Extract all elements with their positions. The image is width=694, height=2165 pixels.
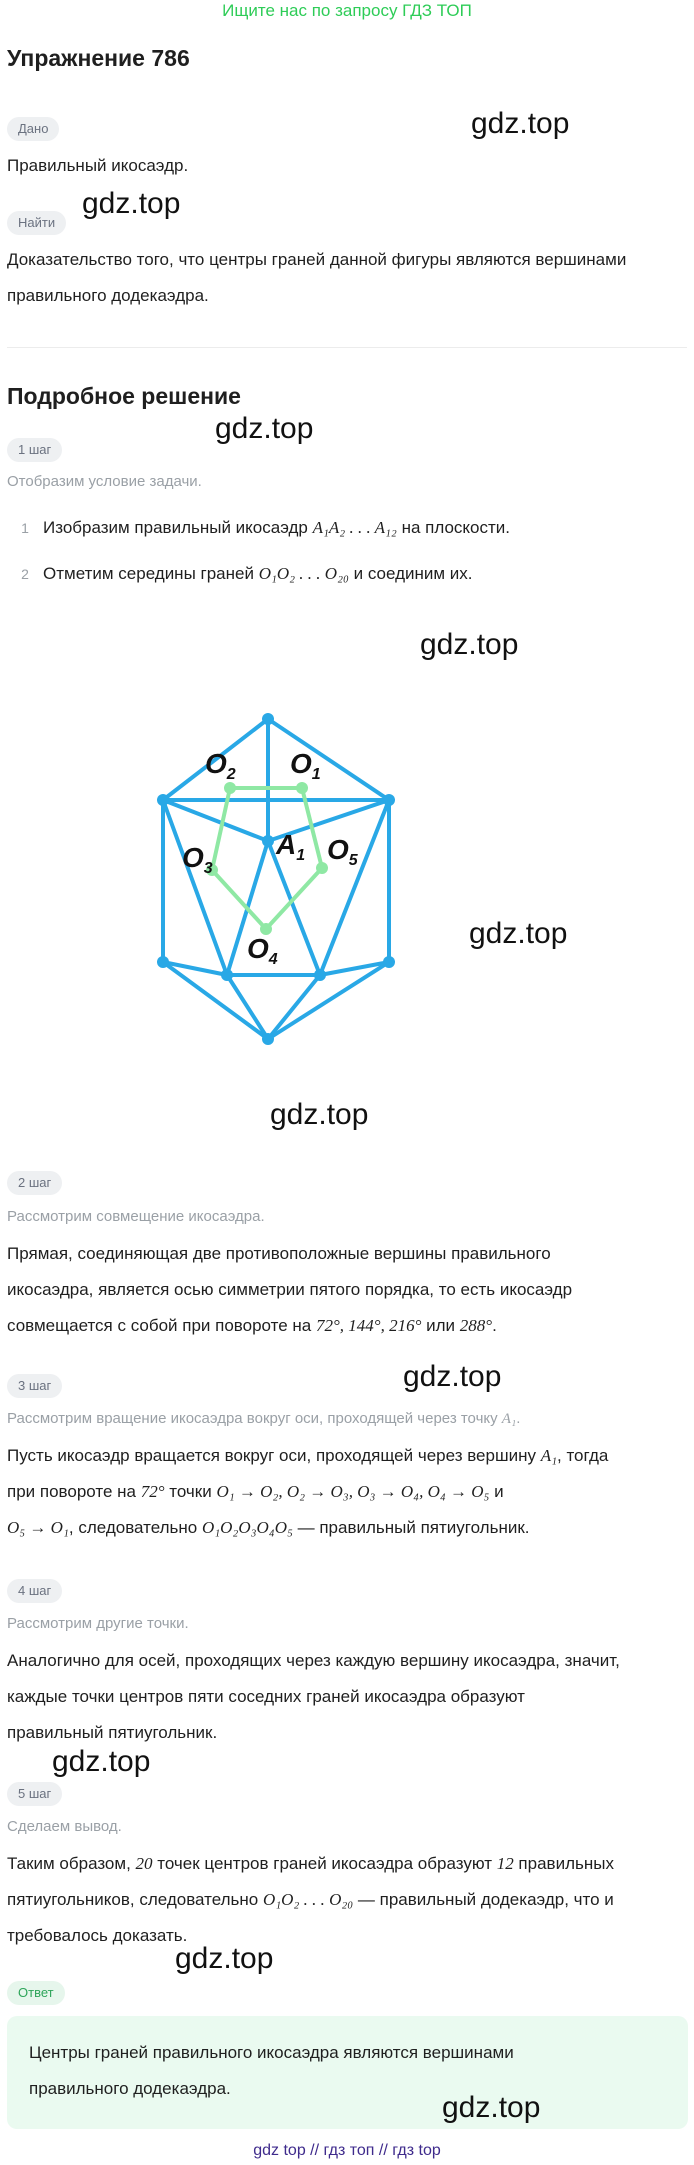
math-expression: A₁ — [501, 1411, 517, 1427]
step-1-badge: 1 шаг — [7, 438, 63, 462]
math-expression: 288° — [459, 1316, 493, 1335]
page-title: Упражнение 786 — [7, 45, 190, 71]
step-2-badge: 2 шаг — [7, 1171, 63, 1195]
list-text: и соединим их. — [348, 564, 473, 583]
step-2-line1: Прямая, соединяющая две противоположные … — [7, 1244, 551, 1263]
watermark: gdz.top — [82, 187, 181, 220]
step-2-line2: икосаэдра, является осью симметрии пятог… — [7, 1280, 573, 1299]
icosahedron-edges — [161, 717, 391, 1041]
step-3-line1: Пусть икосаэдр вращается вокруг оси, про… — [7, 1446, 609, 1465]
pentagon-edges — [210, 786, 324, 931]
watermark: gdz.top — [469, 917, 568, 950]
math-expression: 72°, 144°, 216° — [315, 1316, 422, 1335]
step-4-line1: Аналогично для осей, проходящих через ка… — [7, 1651, 620, 1670]
footer-link-3[interactable]: гдз top — [392, 2142, 441, 2159]
label-o5: O5 — [327, 834, 359, 869]
footer-separator: // — [378, 2142, 388, 2159]
step-4-line3: правильный пятиугольник. — [7, 1723, 218, 1742]
given-label: Дано — [7, 117, 60, 141]
list-item: 1 Изобразим правильный икосаэдр A₁A₂ . . … — [7, 510, 687, 546]
search-banner[interactable]: Ищите нас по запросу ГДЗ ТОП — [222, 1, 472, 20]
watermark: gdz.top — [270, 1098, 369, 1131]
step-3-line2: при повороте на 72° точки O₁ → O₂, O₂ → … — [7, 1482, 504, 1501]
list-text: Отметим середины граней — [43, 564, 259, 583]
find-badge: Найти — [7, 211, 67, 235]
math-expression: O₁O₂ . . . O₂₀ — [258, 564, 349, 583]
watermark: gdz.top — [403, 1360, 502, 1393]
math-expression: O₁O₂ . . . O₂₀ — [262, 1890, 354, 1909]
watermark: gdz.top — [471, 107, 570, 140]
answer-box: Центры граней правильного икосаэдра явля… — [7, 2016, 688, 2129]
step-label: 1 шаг — [7, 438, 63, 462]
math-expression: A₁ — [540, 1446, 558, 1465]
answer-badge: Ответ — [7, 1981, 65, 2005]
math-expression: A₁A₂ . . . A₁₂ — [312, 518, 397, 537]
watermark: gdz.top — [52, 1745, 151, 1778]
step-2-subtitle: Рассмотрим совмещение икосаэдра. — [7, 1208, 265, 1225]
label-o1: O1 — [290, 748, 321, 783]
find-text-line2: правильного додекаэдра. — [7, 286, 209, 305]
icosahedron-figure: O2 O1 A1 O3 O5 O4 — [157, 713, 395, 1045]
math-expression: O₁O₂O₃O₄O₅ — [201, 1518, 293, 1537]
step-label: 5 шаг — [7, 1782, 63, 1806]
footer-link-2[interactable]: гдз топ — [323, 2142, 375, 2159]
watermark: gdz.top — [442, 2091, 541, 2124]
list-number: 1 — [21, 520, 29, 536]
label-o4: O4 — [247, 933, 278, 968]
label-o3: O3 — [182, 842, 213, 877]
watermark: gdz.top — [420, 628, 519, 661]
step-5-subtitle: Сделаем вывод. — [7, 1818, 122, 1835]
step-1-subtitle: Отобразим условие задачи. — [7, 473, 202, 490]
watermark: gdz.top — [175, 1942, 274, 1975]
footer-separator: // — [310, 2142, 320, 2159]
footer-link-1[interactable]: gdz top — [253, 2142, 306, 2159]
given-badge: Дано — [7, 117, 60, 141]
step-4-line2: каждые точки центров пяти соседних гране… — [7, 1687, 525, 1706]
find-text-line1: Доказательство того, что центры граней д… — [7, 250, 627, 269]
step-label: 3 шаг — [7, 1374, 63, 1398]
find-label: Найти — [7, 211, 67, 235]
list-number: 2 — [21, 566, 29, 582]
given-text: Правильный икосаэдр. — [7, 156, 189, 175]
label-o2: O2 — [205, 748, 236, 783]
math-expression: O₁ → O₂, O₂ → O₃, O₃ → O₄, O₄ → O₅ — [216, 1482, 490, 1501]
step-label: 2 шаг — [7, 1171, 63, 1195]
footer-links: gdz top // гдз топ // гдз top — [0, 2142, 694, 2160]
step-3-subtitle: Рассмотрим вращение икосаэдра вокруг оси… — [7, 1410, 521, 1427]
step-5-line2: пятиугольников, следовательно O₁O₂ . . .… — [7, 1890, 614, 1909]
math-expression: 12 — [496, 1854, 514, 1873]
step-5-line3: требовалось доказать. — [7, 1926, 188, 1945]
list-text: Изобразим правильный икосаэдр — [43, 518, 313, 537]
step-3-badge: 3 шаг — [7, 1374, 63, 1398]
label-a1: A1 — [275, 829, 305, 864]
step-label: 4 шаг — [7, 1579, 63, 1603]
answer-line1: Центры граней правильного икосаэдра явля… — [29, 2043, 514, 2062]
step-4-subtitle: Рассмотрим другие точки. — [7, 1615, 189, 1632]
math-expression: 20 — [135, 1854, 153, 1873]
step-5-line1: Таким образом, 20 точек центров граней и… — [7, 1854, 614, 1873]
answer-line2: правильного додекаэдра. — [29, 2079, 231, 2098]
solution-title: Подробное решение — [7, 383, 241, 409]
watermark: gdz.top — [215, 412, 314, 445]
math-expression: O₅ → O₁ — [7, 1518, 69, 1537]
step-4-badge: 4 шаг — [7, 1579, 63, 1603]
list-text: на плоскости. — [396, 518, 511, 537]
section-divider — [7, 347, 687, 348]
answer-label: Ответ — [7, 1981, 65, 2005]
icosahedron-vertices — [157, 713, 395, 1045]
pentagon-vertices — [206, 782, 328, 935]
step-3-line3: O₅ → O₁, следовательно O₁O₂O₃O₄O₅ — прав… — [7, 1518, 530, 1537]
math-expression: 72° — [140, 1482, 165, 1501]
step-5-badge: 5 шаг — [7, 1782, 63, 1806]
step-2-line3: совмещается с собой при повороте на 72°,… — [7, 1316, 497, 1335]
